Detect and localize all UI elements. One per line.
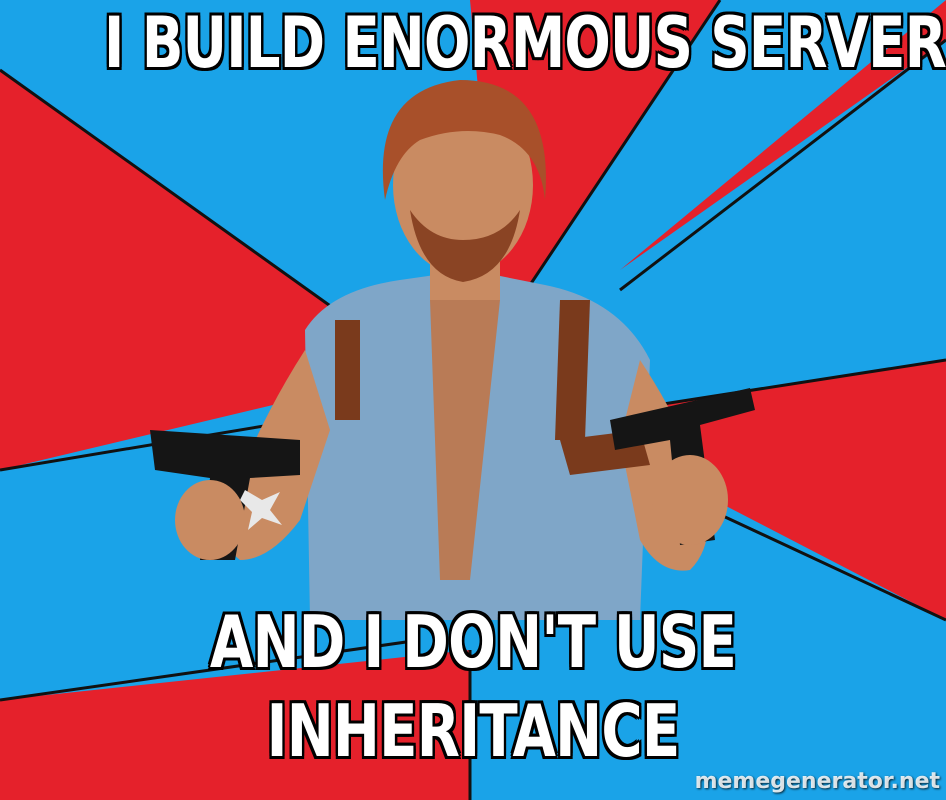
right-hand	[652, 455, 728, 545]
watermark-text: memegenerator.net	[694, 769, 940, 794]
red-ray	[470, 0, 720, 330]
beard	[410, 210, 520, 282]
red-ray	[0, 650, 470, 800]
left-hand	[175, 480, 245, 560]
holster-strap	[555, 300, 590, 440]
bottom-caption-line-1: AND I DON'T USE	[209, 600, 738, 684]
bottom-caption-line-2: INHERITANCE	[266, 689, 681, 773]
red-ray	[620, 0, 946, 270]
holster-strap	[335, 320, 360, 420]
chest	[430, 300, 500, 580]
hair	[382, 80, 546, 200]
top-caption: I BUILD ENORMOUS SERVERS	[103, 2, 946, 84]
